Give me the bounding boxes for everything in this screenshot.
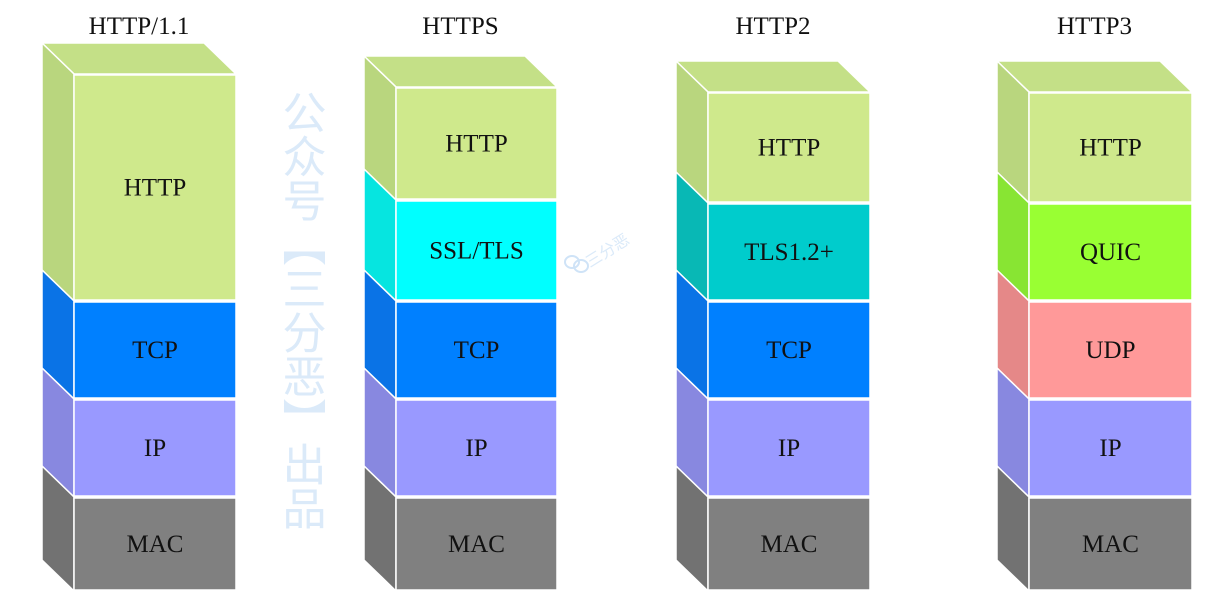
layer-front-face [1028,399,1193,497]
layer-mac: MAC [675,464,871,593]
layer-front-face [395,301,558,399]
layer-ip: IP [996,366,1193,499]
layer-label: UDP [1085,337,1135,364]
stack-title: HTTPS [422,13,498,40]
layer-udp: UDP [996,268,1193,401]
layer-label: MAC [448,531,505,558]
watermark-text: 公众号【三分恶】出品 [275,90,326,530]
layer-label: MAC [127,531,184,558]
watermark-small-text: 三分恶 [582,230,633,272]
layer-tls1-2-: TLS1.2+ [675,170,871,303]
layer-side-face [41,41,75,303]
layer-label: HTTP [445,131,508,158]
layer-front-face [707,92,871,203]
layer-front-face [395,87,558,200]
stack-title: HTTP/1.1 [89,13,190,40]
layer-front-face [73,399,237,497]
layer-label: HTTP [1079,135,1142,162]
layer-label: HTTP [124,175,187,202]
layer-side-face [996,464,1030,593]
layer-front-face [1028,92,1193,203]
layer-side-face [41,464,75,593]
layer-top-face [362,55,559,88]
layer-label: MAC [761,531,818,558]
layer-label: SSL/TLS [429,238,523,265]
layer-front-face [1028,203,1193,301]
layer-label: QUIC [1080,239,1141,266]
layer-label: IP [1099,435,1121,462]
wechat-icon [564,255,589,273]
layer-front-face [73,74,237,301]
stack-https: HTTPS HTTP SSL/TLS TCP IP MAC [362,13,559,593]
layer-label: MAC [1082,531,1139,558]
layer-side-face [363,464,397,593]
layer-label: IP [465,435,487,462]
layer-front-face [73,497,237,591]
layer-label: TCP [132,337,178,364]
layer-front-face [707,203,871,301]
layer-label: HTTP [758,135,821,162]
layer-mac: MAC [996,464,1193,593]
layer-label: IP [144,435,166,462]
layer-top-face [674,60,872,93]
layer-front-face [707,399,871,497]
layer-label: TLS1.2+ [744,239,834,266]
layer-front-face [1028,497,1193,591]
layer-front-face [707,497,871,591]
layer-mac: MAC [41,464,237,593]
layer-front-face [395,200,558,301]
layer-http: HTTP [995,59,1194,205]
layer-label: TCP [454,337,500,364]
layer-front-face [395,399,558,497]
stack-title: HTTP3 [1057,13,1132,40]
layer-top-face [40,42,238,75]
layer-ip: IP [41,366,237,499]
layer-ssl-tls: SSL/TLS [363,167,558,303]
layer-tcp: TCP [675,268,871,401]
layer-front-face [73,301,237,399]
layer-top-face [995,60,1194,93]
stack-title: HTTP2 [736,13,811,40]
layer-tcp: TCP [363,268,558,401]
layer-label: TCP [766,337,812,364]
layer-http: HTTP [40,41,238,303]
layer-ip: IP [675,366,871,499]
layer-front-face [707,301,871,399]
layer-side-face [675,464,709,593]
layer-http: HTTP [674,59,872,205]
layer-ip: IP [363,366,558,499]
layer-front-face [395,497,558,591]
layer-http: HTTP [362,54,559,202]
layer-tcp: TCP [41,268,237,401]
watermark: 公众号【三分恶】出品 三分恶 [275,90,633,530]
layer-mac: MAC [363,464,558,593]
layer-label: IP [778,435,800,462]
layer-front-face [1028,301,1193,399]
